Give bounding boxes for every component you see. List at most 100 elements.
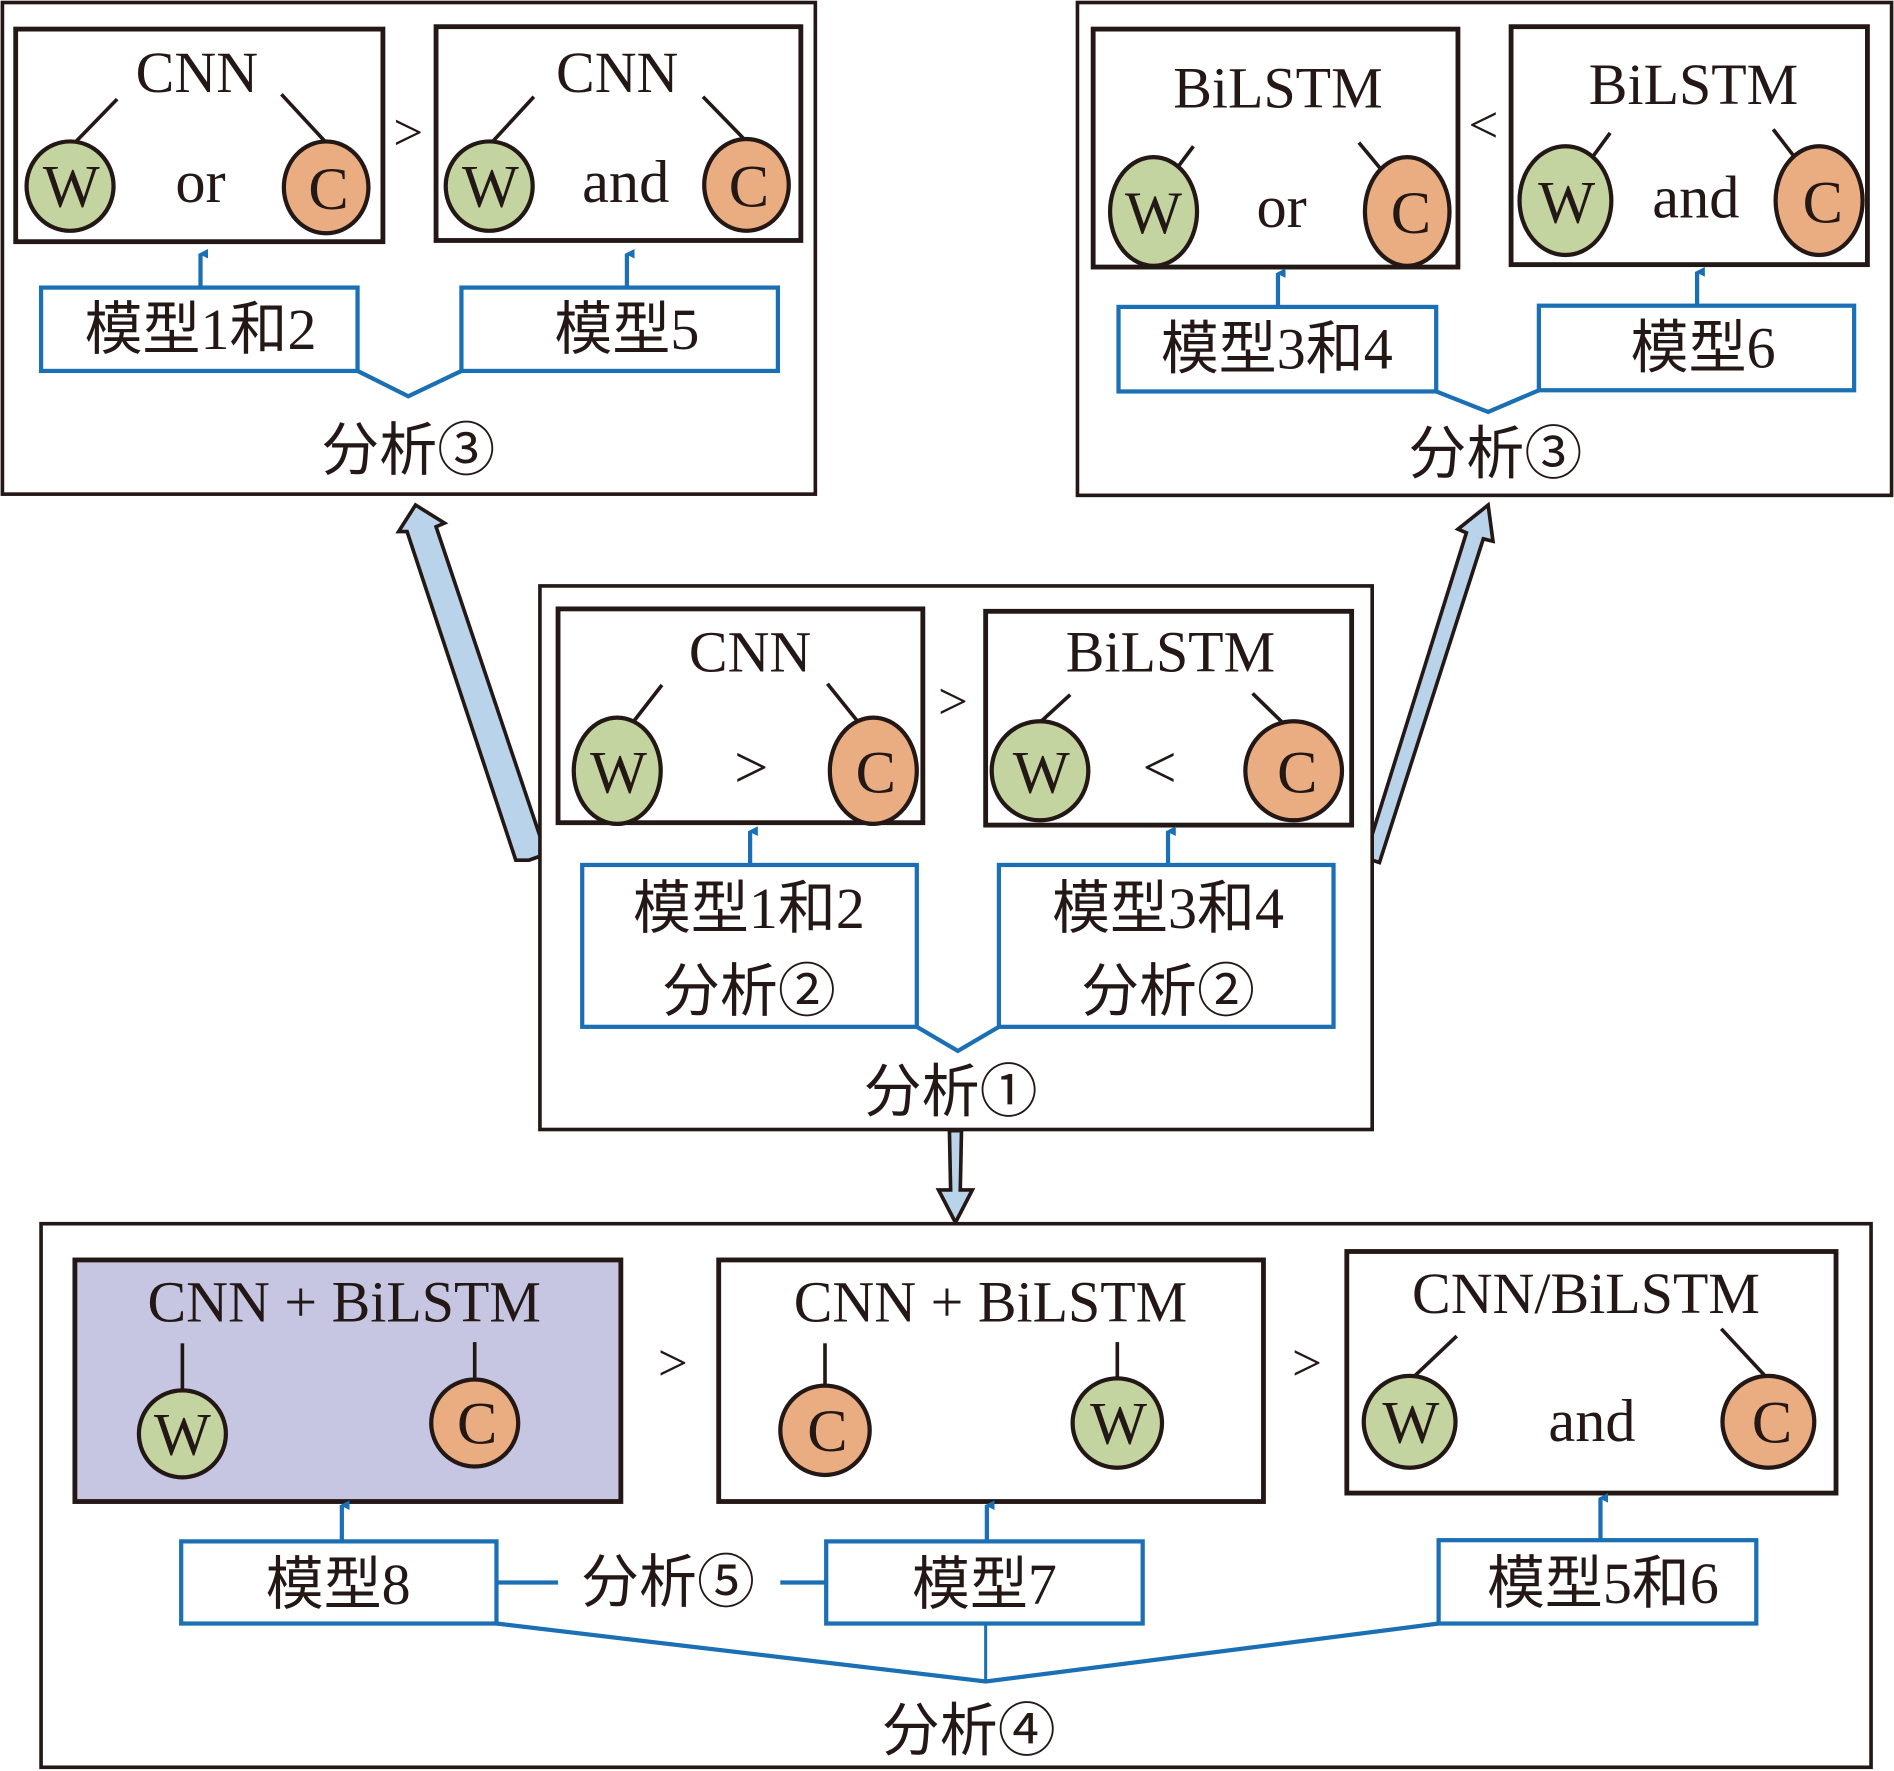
bottom-panel-model-7: CNN + BiLSTM C W <box>716 1257 1266 1504</box>
char-node-label: C <box>729 154 769 221</box>
left-node-label: W <box>154 1401 211 1468</box>
source-box-model-3-4 <box>1116 304 1439 394</box>
word-node-label: W <box>590 739 647 806</box>
source-label: 模型5和6 <box>1487 1551 1719 1616</box>
source-box-model-1-2-analysis-2 <box>580 862 919 1029</box>
bottom-panel-model-5-6: CNN/BiLSTM W and C <box>1344 1249 1839 1496</box>
word-node-label: W <box>462 154 519 221</box>
branch-line <box>1719 1327 1771 1382</box>
word-node-icon <box>1517 144 1614 258</box>
word-node-label: W <box>1538 169 1595 236</box>
word-node-icon <box>1107 155 1200 268</box>
top-left-group: CNN W or C > CNN W and C 模型1和2 模型5 <box>0 0 818 496</box>
analysis-label: 分析③ <box>1408 422 1582 487</box>
model-name: CNN <box>136 40 258 105</box>
relation-label: and <box>1548 1388 1635 1455</box>
word-node-icon <box>1361 1373 1458 1470</box>
word-node-icon <box>989 719 1091 823</box>
char-node-label: C <box>1391 180 1431 247</box>
top-right-panel-bilstm-and: BiLSTM W and C <box>1508 24 1870 268</box>
source-analysis-label: 分析② <box>1081 959 1255 1024</box>
center-group: CNN W > C > BiLSTM W < C 模型1和2 分析② 模型3和 <box>538 584 1374 1132</box>
source-label: 模型7 <box>912 1552 1057 1617</box>
model-name: CNN/BiLSTM <box>1412 1261 1760 1326</box>
word-node-label: W <box>1013 739 1070 806</box>
source-analysis-label: 分析② <box>662 959 836 1024</box>
pair-analysis-label: 分析⑤ <box>581 1550 755 1615</box>
left-node-label: W <box>1382 1389 1439 1456</box>
top-left-panel-cnn-and: CNN W and C <box>433 24 804 243</box>
source-label: 模型5 <box>554 297 699 362</box>
branch-line <box>73 97 119 144</box>
center-panel-cnn: CNN W > C <box>555 606 926 827</box>
relation-label: and <box>1652 165 1739 232</box>
analysis-label: 分析③ <box>321 418 495 483</box>
char-node-label: C <box>1803 169 1843 236</box>
analysis-label: 分析① <box>864 1059 1038 1124</box>
source-box-model-7 <box>824 1539 1145 1626</box>
bottom-panel-model-8: CNN + BiLSTM W C <box>72 1257 624 1504</box>
char-node-icon <box>778 1383 872 1478</box>
char-node-label: C <box>308 156 348 223</box>
word-node-icon <box>136 1388 228 1480</box>
relation-label: or <box>1256 174 1306 241</box>
source-label: 模型1和2 <box>85 297 317 362</box>
word-node-icon <box>443 139 535 233</box>
flow-arrow-to-top-left <box>395 502 549 862</box>
branch-line <box>490 95 536 144</box>
right-node-label: W <box>1090 1391 1147 1458</box>
source-label: 模型8 <box>266 1552 411 1617</box>
char-node-icon <box>702 136 791 233</box>
char-node-icon <box>827 715 919 827</box>
model-name: CNN <box>689 620 811 685</box>
relation-label: or <box>175 149 225 216</box>
analysis-connector <box>356 369 463 399</box>
bottom-group: CNN + BiLSTM W C > CNN + BiLSTM C W > CN… <box>39 1221 1873 1770</box>
right-node-label: C <box>457 1391 497 1458</box>
char-node-icon <box>429 1377 521 1469</box>
source-label: 模型3和4 <box>1052 876 1284 941</box>
char-node-icon <box>1720 1373 1817 1470</box>
model-name: CNN <box>556 40 678 105</box>
comparison-symbol: < <box>1468 97 1498 155</box>
model-name: BiLSTM <box>1066 620 1275 685</box>
char-node-icon <box>1362 155 1452 268</box>
model-name: BiLSTM <box>1173 56 1382 121</box>
source-box-model-5 <box>459 285 781 374</box>
source-box-model-1-2 <box>38 285 360 374</box>
source-label: 模型6 <box>1631 315 1776 380</box>
center-panel-bilstm: BiLSTM W < C <box>983 608 1355 828</box>
word-node-label: W <box>43 154 100 221</box>
char-node-icon <box>1773 144 1865 258</box>
model-name: CNN + BiLSTM <box>794 1270 1187 1335</box>
char-node-icon <box>281 139 371 236</box>
model-name: CNN + BiLSTM <box>148 1270 541 1335</box>
analysis-connector <box>915 1025 1001 1054</box>
left-node-label: C <box>807 1398 847 1465</box>
source-box-model-8 <box>179 1539 499 1626</box>
word-node-icon <box>1070 1376 1165 1470</box>
relation-label: > <box>734 735 768 802</box>
source-box-model-5-6 <box>1436 1538 1759 1626</box>
relation-label: and <box>582 149 669 216</box>
branch-line <box>1408 1334 1458 1383</box>
char-node-label: C <box>856 739 896 806</box>
analysis-label: 分析④ <box>882 1698 1056 1763</box>
source-label: 模型1和2 <box>633 876 865 941</box>
char-node-label: C <box>1277 739 1317 806</box>
flow-arrow-to-top-right <box>1362 501 1496 865</box>
model-name: BiLSTM <box>1589 52 1798 117</box>
top-right-group: BiLSTM W or C < BiLSTM W and C 模型3和4 模型6 <box>1075 0 1894 498</box>
char-node-icon <box>1243 719 1345 823</box>
comparison-symbol: > <box>658 1335 688 1393</box>
branch-line <box>701 95 747 142</box>
right-node-label: C <box>1752 1389 1792 1456</box>
word-node-icon <box>571 715 663 827</box>
source-label: 模型3和4 <box>1161 317 1393 382</box>
branch-line <box>280 93 328 144</box>
flow-arrow-to-bottom <box>935 1128 976 1227</box>
analysis-connector <box>1435 388 1540 415</box>
word-node-icon <box>24 139 116 233</box>
source-box-model-3-4-analysis-2 <box>996 862 1336 1029</box>
